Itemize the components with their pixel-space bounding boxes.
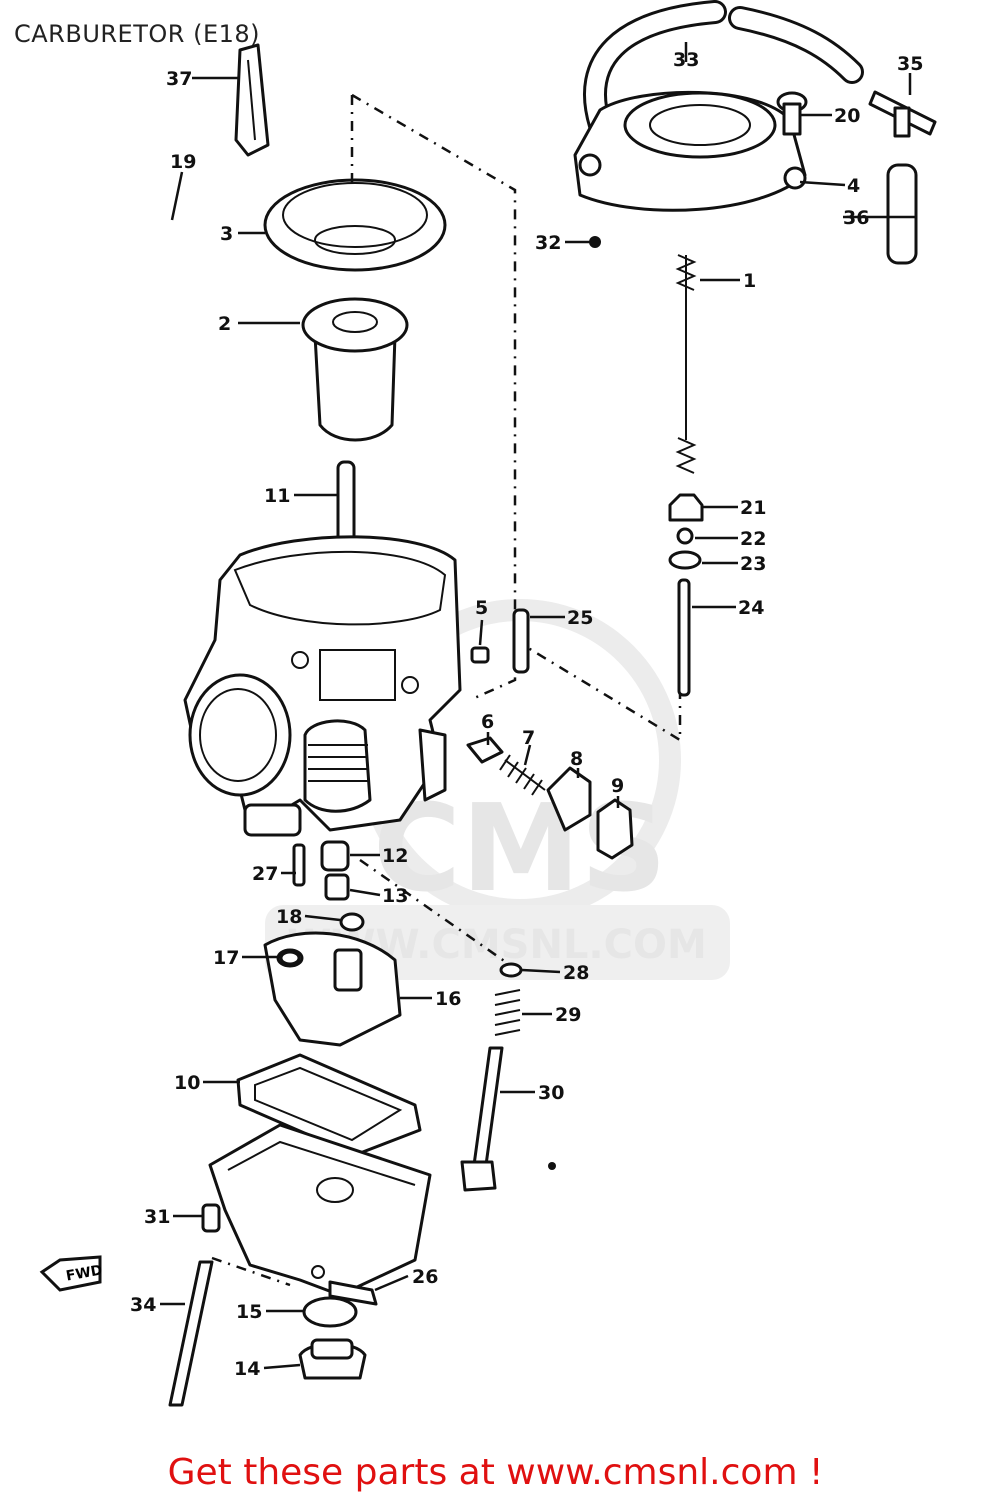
clip-37 [234, 43, 270, 157]
spring-1 [675, 254, 697, 474]
washer-23 [668, 550, 702, 570]
callout-29: 29 [555, 1004, 581, 1026]
o-ring-15 [302, 1296, 358, 1328]
callout-37: 37 [166, 68, 192, 90]
callout-31: 31 [144, 1206, 170, 1228]
callout-6: 6 [481, 711, 494, 733]
callout-11: 11 [264, 485, 290, 507]
fwd-arrow: FWD [39, 1255, 104, 1292]
callout-10: 10 [174, 1072, 200, 1094]
callout-32: 32 [535, 232, 561, 254]
callout-19: 19 [170, 151, 196, 173]
callout-16: 16 [435, 988, 461, 1010]
carburetor-body [183, 535, 462, 837]
screw-30 [460, 1046, 504, 1192]
screw-31 [201, 1203, 221, 1233]
carburetor-top-cap-4 [573, 90, 807, 212]
drain-plug-14 [298, 1338, 367, 1380]
callout-14: 14 [234, 1358, 260, 1380]
diaphragm-3 [263, 178, 447, 272]
callout-13: 13 [382, 885, 408, 907]
callout-25: 25 [567, 607, 593, 629]
clip-22 [676, 527, 694, 545]
callout-4: 4 [847, 175, 860, 197]
callout-2: 2 [218, 313, 231, 335]
float-bowl [208, 1123, 432, 1297]
callout-12: 12 [382, 845, 408, 867]
callout-36: 36 [843, 207, 869, 229]
callout-27: 27 [252, 863, 278, 885]
diagram-title: CARBURETOR (E18) [14, 20, 261, 48]
callout-33: 33 [673, 49, 699, 71]
callout-1: 1 [743, 270, 756, 292]
plug-32 [589, 236, 601, 248]
hose-33 [583, 0, 864, 137]
screw-20 [776, 91, 808, 136]
assembly-axis-line [350, 93, 517, 702]
valve-8 [546, 766, 592, 832]
rod-24 [677, 578, 691, 697]
leader-lines [160, 42, 916, 1370]
callout-labels: 37 19 3 2 11 33 35 20 4 36 32 1 21 22 23… [130, 49, 923, 1380]
fwd-label: FWD [65, 1262, 104, 1284]
assembly-axis-line-lower [359, 858, 511, 967]
jet-12 [320, 840, 350, 872]
washer-17 [279, 950, 301, 966]
assembly-axis-line-right [514, 638, 682, 743]
callout-24: 24 [738, 597, 764, 619]
jet-13 [324, 873, 350, 901]
callout-34: 34 [130, 1294, 156, 1316]
callout-21: 21 [740, 497, 766, 519]
screw-26 [328, 1280, 378, 1306]
gasket-10 [236, 1053, 422, 1157]
hose-34 [168, 1260, 214, 1407]
bolt-25 [512, 608, 530, 674]
cap-9 [596, 798, 634, 860]
callout-7: 7 [522, 727, 535, 749]
screw-5 [470, 646, 490, 664]
screw-27 [292, 843, 306, 887]
callout-35: 35 [897, 53, 923, 75]
dot-marker [548, 1162, 556, 1170]
fitting-35 [868, 90, 937, 138]
float-16 [263, 931, 402, 1047]
hose-36 [886, 163, 918, 265]
callout-26: 26 [412, 1266, 438, 1288]
callout-22: 22 [740, 528, 766, 550]
callout-5: 5 [475, 597, 488, 619]
footer-link-text[interactable]: Get these parts at www.cmsnl.com ! [167, 1452, 824, 1493]
callout-3: 3 [220, 223, 233, 245]
callout-9: 9 [611, 775, 624, 797]
callout-18: 18 [276, 906, 302, 928]
piston-2 [301, 297, 409, 442]
callout-17: 17 [213, 947, 239, 969]
callout-15: 15 [236, 1301, 262, 1323]
callout-30: 30 [538, 1082, 564, 1104]
callout-23: 23 [740, 553, 766, 575]
o-ring-18 [339, 912, 365, 932]
cap-21 [668, 493, 704, 522]
screw-6 [466, 736, 504, 764]
spring-7 [499, 754, 546, 796]
washer-28 [499, 962, 523, 978]
spring-29 [494, 989, 521, 1036]
callout-20: 20 [834, 105, 860, 127]
callout-28: 28 [563, 962, 589, 984]
callout-8: 8 [570, 748, 583, 770]
